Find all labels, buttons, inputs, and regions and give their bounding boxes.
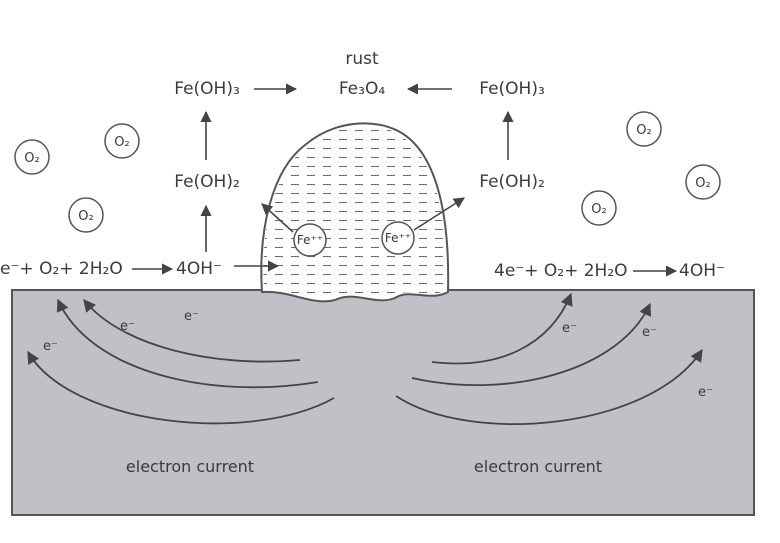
svg-text:O₂: O₂ [114,135,129,150]
electron-label: e⁻ [698,385,713,400]
oh-right-label: 4OH⁻ [679,261,725,281]
arrow-feion-to-feoh2-right [413,197,465,231]
fe-oh3-right-label: Fe(OH)₃ [479,79,545,99]
electron-current-left-label: electron current [126,457,254,476]
fe-oh2-right-label: Fe(OH)₂ [479,172,545,192]
o2-molecule: O₂ [14,139,50,175]
electron-label: e⁻ [184,309,199,324]
electron-arrow-left-3 [27,350,335,425]
electron-label: e⁻ [562,321,577,336]
electron-current-right-label: electron current [474,457,602,476]
o2-molecule: O₂ [626,111,662,147]
fe-ion-label-1: Fe⁺⁺ [297,233,323,247]
electron-label: e⁻ [43,339,58,354]
fe-oh2-left-label: Fe(OH)₂ [174,172,240,192]
electron-arrow-right-2 [411,302,652,387]
electron-arrow-right-1 [431,292,573,365]
o2-molecule: O₂ [685,164,721,200]
fe-ion-label-2: Fe⁺⁺ [385,231,411,245]
fe-ion-circle-2 [381,221,415,255]
electron-label: e⁻ [120,319,135,334]
oh-left-label: 4OH⁻ [176,259,222,279]
reaction-right-label: 4e⁻+ O₂+ 2H₂O [494,261,628,281]
rust-label: rust [345,49,379,69]
arrow-feion-to-feoh2-left [261,203,294,233]
svg-text:O₂: O₂ [636,123,651,138]
fe3o4-label: Fe₃O₄ [339,79,386,99]
o2-molecule: O₂ [68,197,104,233]
electron-arrow-left-2 [56,298,319,389]
electron-arrow-right-3 [395,348,703,425]
svg-text:O₂: O₂ [78,209,93,224]
svg-text:O₂: O₂ [24,151,39,166]
fe-ion-circle-1 [293,223,327,257]
electron-label: e⁻ [642,325,657,340]
svg-text:O₂: O₂ [591,202,606,217]
electron-arrow-left-1 [83,299,301,363]
o2-molecule: O₂ [104,123,140,159]
svg-text:O₂: O₂ [695,176,710,191]
reaction-left-label: e⁻+ O₂+ 2H₂O [0,259,123,279]
fe-oh3-left-label: Fe(OH)₃ [174,79,240,99]
o2-molecule: O₂ [581,190,617,226]
